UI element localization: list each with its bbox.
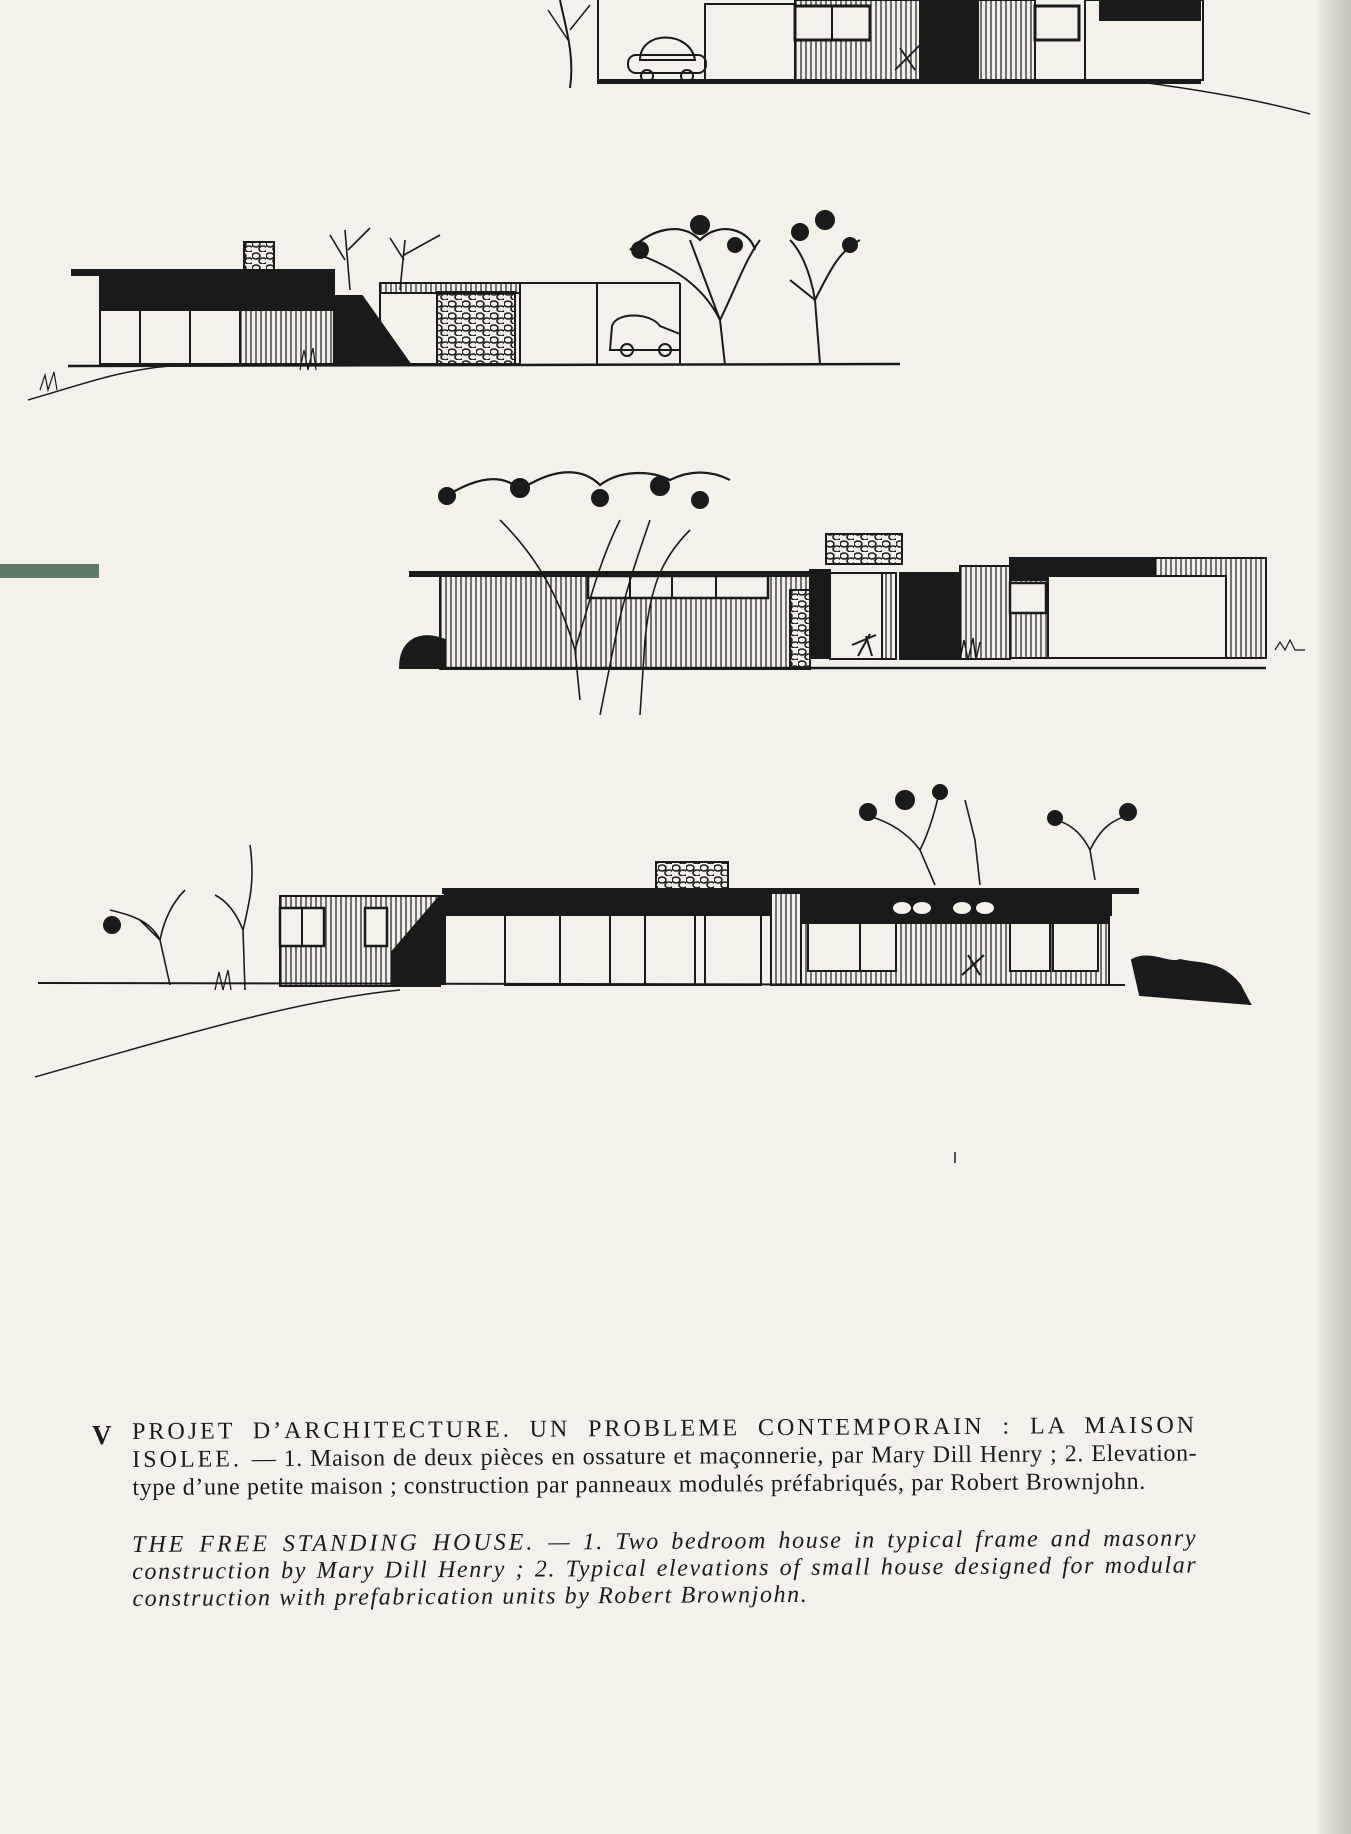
page-edge-shadow (1317, 0, 1351, 1834)
elevation-3-front (34, 784, 1252, 1078)
elevation-2-side (398, 471, 1305, 716)
caption-english: THE FREE STANDING HOUSE. — 1. Two bedroo… (132, 1525, 1197, 1613)
elevation-partial-top (547, 0, 1311, 115)
caption-french: PROJET D’ARCHITECTURE. UN PROBLEME CONTE… (132, 1411, 1197, 1502)
caption-french-body: — 1. Maison de deux pièces en ossature e… (132, 1440, 1198, 1501)
elevation-1-two-bedroom-house (27, 210, 901, 401)
plate-numeral: V (92, 1420, 112, 1450)
elevation-drawings (27, 0, 1311, 1163)
page-tab-marker (0, 564, 99, 578)
figure-caption: V PROJET D’ARCHITECTURE. UN PROBLEME CON… (92, 1412, 1197, 1613)
caption-english-heading: THE FREE STANDING HOUSE. (132, 1529, 549, 1558)
